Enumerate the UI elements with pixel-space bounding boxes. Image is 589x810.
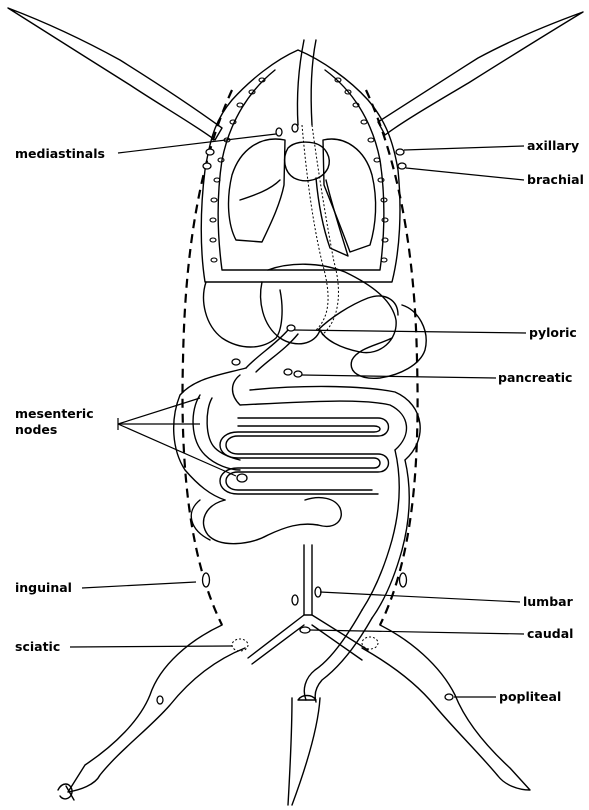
- body-outline: [182, 90, 417, 625]
- mesenteric-node: [232, 359, 240, 365]
- label-sciatic: sciatic: [15, 639, 60, 654]
- label-pancreatic: pancreatic: [498, 370, 572, 385]
- great-vessels: [248, 545, 368, 664]
- popliteal-node-left: [157, 696, 163, 704]
- label-mediastinals: mediastinals: [15, 146, 105, 161]
- label-brachial: brachial: [527, 172, 584, 187]
- label-inguinal: inguinal: [15, 580, 72, 595]
- left-hindlimb: [68, 625, 245, 792]
- intestines: [174, 368, 420, 618]
- label-nodes: nodes: [15, 422, 57, 437]
- label-caudal: caudal: [527, 626, 573, 641]
- sciatic-node-left: [232, 639, 248, 651]
- pancreatic-node: [294, 371, 302, 377]
- brachial-node-left: [203, 163, 211, 169]
- stomach-duodenum: [246, 296, 426, 378]
- tail: [288, 696, 320, 806]
- brachial-node-right: [398, 163, 406, 169]
- inguinal-node-left: [203, 573, 210, 587]
- label-lumbar: lumbar: [523, 594, 574, 609]
- axillary-node-right: [396, 149, 404, 155]
- label-mesenteric: mesenteric: [15, 406, 94, 421]
- mesenteric-node: [237, 474, 247, 482]
- caudal-node: [300, 627, 310, 633]
- mediastinal-node: [292, 124, 298, 132]
- lumbar-node: [292, 595, 298, 605]
- popliteal-node-right: [445, 694, 453, 700]
- liver: [204, 264, 397, 352]
- sciatic-node-right: [362, 637, 378, 649]
- right-hindlimb: [362, 625, 530, 790]
- rib-markings: [210, 78, 388, 262]
- left-forelimb: [8, 8, 222, 140]
- axillary-node-left: [206, 149, 214, 155]
- mediastinal-node: [276, 128, 282, 136]
- label-popliteal: popliteal: [499, 689, 561, 704]
- inguinal-node-right: [400, 573, 407, 587]
- label-axillary: axillary: [527, 138, 579, 153]
- pyloric-node: [287, 325, 295, 331]
- right-forelimb: [378, 12, 583, 135]
- rectum: [304, 610, 372, 702]
- leader-lines: [70, 134, 526, 697]
- pancreatic-node: [284, 369, 292, 375]
- label-pyloric: pyloric: [529, 325, 577, 340]
- thorax: [201, 40, 400, 335]
